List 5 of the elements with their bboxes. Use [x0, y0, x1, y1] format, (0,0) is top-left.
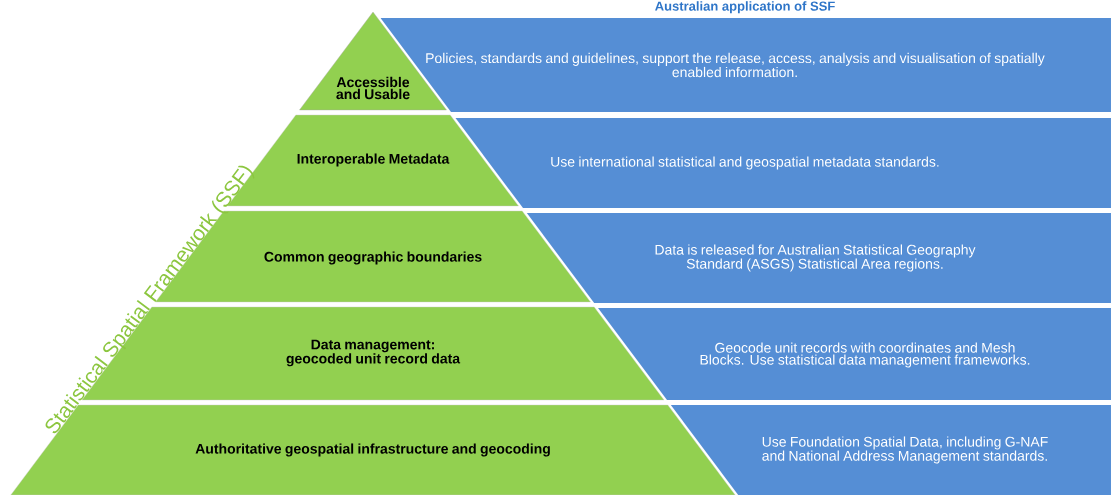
description-band: Geocode unit records with coordinates and Mesh Blocks. Use statistical data management frameworks. — [598, 308, 1111, 400]
description-band: Use Foundation Spatial Data, including G-NAF and National Address Management standards. — [670, 405, 1111, 495]
title: Australian application of SSF — [655, 1, 835, 14]
description-band: Data is released for Australian Statistical Geography Standard (ASGS) Statistical Area regions. — [526, 213, 1111, 303]
description-band: Use international statistical and geospatial metadata standards. — [455, 118, 1111, 208]
